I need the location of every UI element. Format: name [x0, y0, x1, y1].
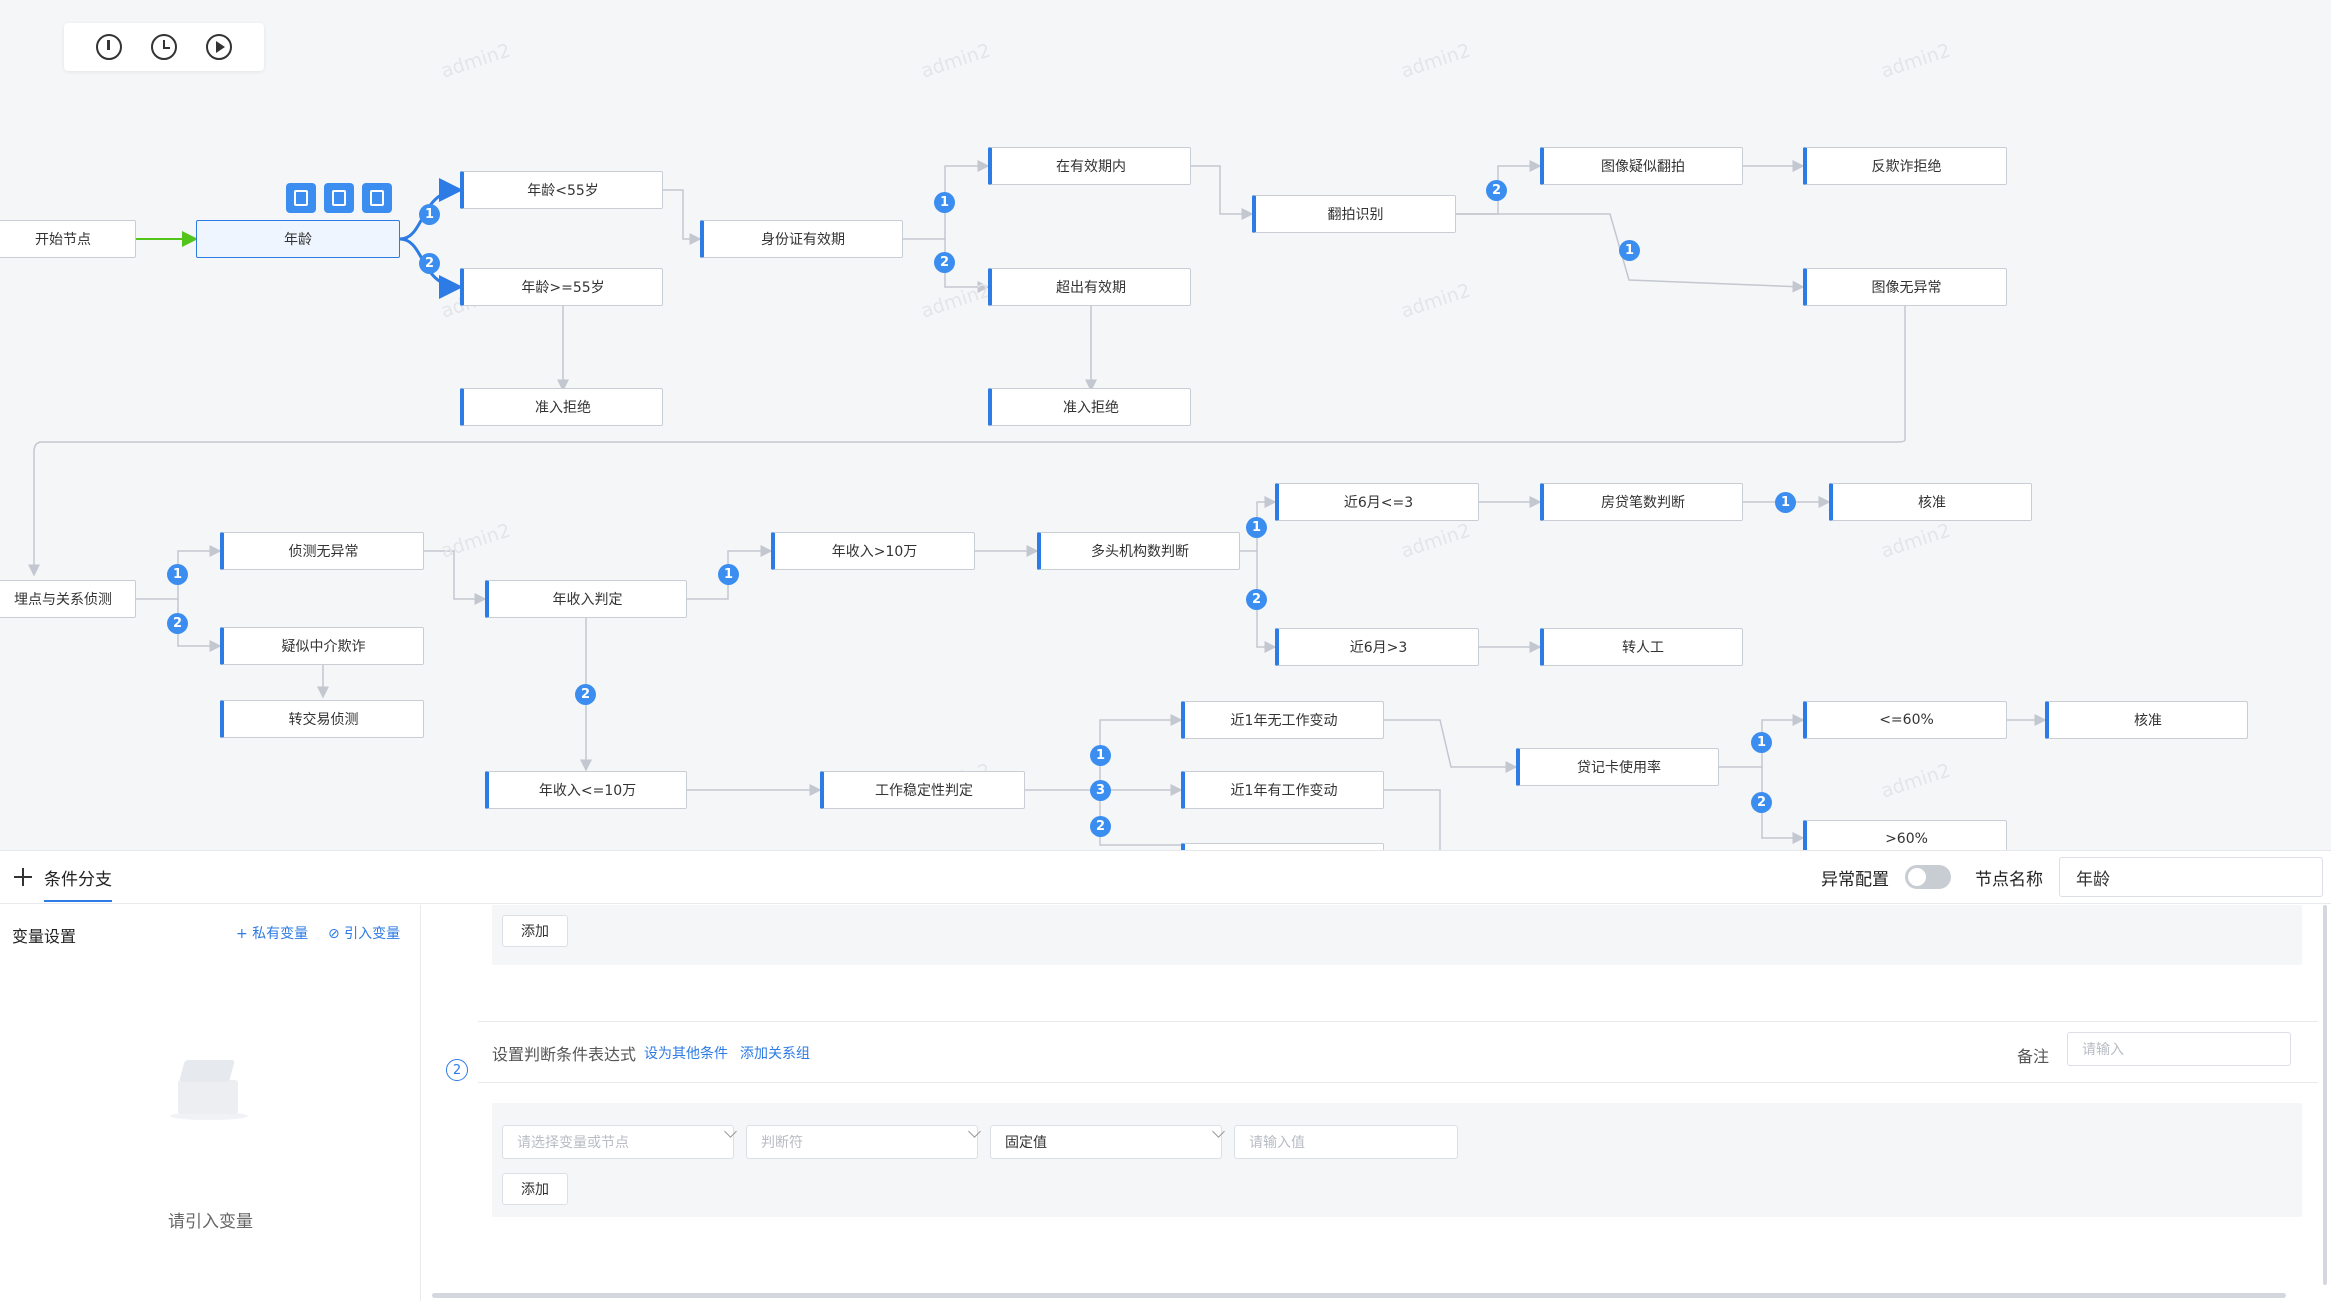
- flow-node[interactable]: 准入拒绝: [988, 388, 1191, 426]
- canvas-toolbar: [64, 23, 264, 71]
- abnormal-config-toggle[interactable]: [1905, 865, 1951, 889]
- delete-icon[interactable]: [324, 183, 354, 213]
- node-name-input[interactable]: 年龄: [2059, 857, 2323, 897]
- abnormal-config-label: 异常配置: [1821, 869, 1889, 890]
- branch-badge: 1: [1775, 492, 1796, 513]
- branch-badge: 2: [1486, 180, 1507, 201]
- value-input[interactable]: 请输入值: [1234, 1125, 1458, 1159]
- flow-node[interactable]: 近1年无工作变动: [1181, 701, 1384, 739]
- flow-node[interactable]: 年收入<=10万: [485, 771, 687, 809]
- move-icon[interactable]: [14, 868, 32, 886]
- node-action-bar: [286, 183, 392, 213]
- branch-badge: 1: [1090, 745, 1111, 766]
- flow-node[interactable]: <=60%: [1803, 701, 2007, 739]
- flow-node[interactable]: 年收入>10万: [771, 532, 975, 570]
- value-type-select[interactable]: 固定值: [990, 1125, 1222, 1159]
- branch-badge: 1: [1246, 517, 1267, 538]
- flow-node[interactable]: 图像疑似翻拍: [1540, 147, 1743, 185]
- flow-node[interactable]: 身份证有效期: [700, 220, 903, 258]
- flow-node[interactable]: 转人工: [1540, 628, 1743, 666]
- copy-icon[interactable]: [286, 183, 316, 213]
- flow-node[interactable]: 图像无异常: [1803, 268, 2007, 306]
- branch-badge: 2: [1751, 792, 1772, 813]
- operator-select[interactable]: 判断符: [746, 1125, 978, 1159]
- add-button[interactable]: 添加: [502, 915, 568, 947]
- flow-node-selected[interactable]: 年龄: [196, 220, 400, 258]
- flow-node[interactable]: 近6月>3: [1275, 628, 1479, 666]
- clock-icon[interactable]: [150, 34, 177, 60]
- branch-badge: 1: [419, 204, 440, 225]
- empty-box-icon: [170, 1060, 248, 1120]
- flow-node[interactable]: 翻拍识别: [1252, 195, 1456, 233]
- play-icon[interactable]: [205, 34, 232, 60]
- condition-group-1: 添加: [492, 905, 2302, 965]
- flow-node[interactable]: 核准: [2045, 701, 2248, 739]
- flow-node[interactable]: 年收入判定: [485, 580, 687, 618]
- info-icon[interactable]: [96, 34, 123, 60]
- remark-input[interactable]: 请输入: [2067, 1032, 2291, 1066]
- branch-badge: 3: [1090, 780, 1111, 801]
- node-name-label: 节点名称: [1975, 869, 2043, 890]
- branch-badge: 1: [718, 564, 739, 585]
- node-config-panel: 条件分支 异常配置 节点名称 年龄 变量设置 + 私有变量 ⊘ 引入变量 请引入…: [0, 850, 2331, 1301]
- flow-node[interactable]: 埋点与关系侦测: [0, 580, 136, 618]
- variable-settings-title: 变量设置: [12, 927, 77, 946]
- vertical-scrollbar[interactable]: [2323, 905, 2327, 1285]
- flow-node[interactable]: 转交易侦测: [220, 700, 424, 738]
- condition-title: 设置判断条件表达式: [492, 1045, 637, 1064]
- branch-badge: 1: [167, 564, 188, 585]
- flow-node[interactable]: 房贷笔数判断: [1540, 483, 1743, 521]
- variable-select[interactable]: 请选择变量或节点: [502, 1125, 734, 1159]
- flow-node[interactable]: 近6月<=3: [1275, 483, 1479, 521]
- condition-header: [478, 1021, 2318, 1083]
- branch-badge: 2: [167, 613, 188, 634]
- condition-area: 添加 2 设置判断条件表达式 设为其他条件 添加关系组 备注 请输入 请选择变量…: [422, 905, 2331, 1301]
- header-controls: 异常配置 节点名称 年龄: [1821, 857, 2323, 897]
- flow-node[interactable]: 年龄>=55岁: [460, 268, 663, 306]
- import-variable-link[interactable]: ⊘ 引入变量: [328, 926, 401, 942]
- flow-node[interactable]: 近1年有工作变动: [1181, 771, 1384, 809]
- branch-badge: 1: [1619, 240, 1640, 261]
- private-variable-link[interactable]: + 私有变量: [236, 926, 309, 942]
- branch-badge: 2: [575, 684, 596, 705]
- flow-node[interactable]: 超出有效期: [988, 268, 1191, 306]
- flow-node[interactable]: [1181, 843, 1384, 850]
- remark-label: 备注: [2017, 1047, 2050, 1066]
- add-relation-group-link[interactable]: 添加关系组: [740, 1046, 810, 1062]
- flow-node[interactable]: 工作稳定性判定: [820, 771, 1025, 809]
- variable-settings-panel: 变量设置 + 私有变量 ⊘ 引入变量 请引入变量: [0, 905, 421, 1301]
- panel-header: 条件分支 异常配置 节点名称 年龄: [0, 851, 2331, 904]
- flow-node[interactable]: 年龄<55岁: [460, 171, 663, 209]
- add-button[interactable]: 添加: [502, 1173, 568, 1205]
- branch-badge: 2: [1246, 589, 1267, 610]
- flow-node[interactable]: 在有效期内: [988, 147, 1191, 185]
- tab-condition-branch[interactable]: 条件分支: [44, 865, 112, 902]
- horizontal-scrollbar[interactable]: [432, 1293, 2286, 1298]
- flow-node[interactable]: 准入拒绝: [460, 388, 663, 426]
- flow-node[interactable]: 疑似中介欺诈: [220, 627, 424, 665]
- branch-badge: 2: [419, 253, 440, 274]
- branch-badge: 2: [1090, 816, 1111, 837]
- flow-node[interactable]: 反欺诈拒绝: [1803, 147, 2007, 185]
- flow-canvas[interactable]: admin2 admin2 admin2 admin2 admin2 admin…: [0, 0, 2331, 850]
- empty-state-text: 请引入变量: [168, 1212, 253, 1232]
- branch-badge: 2: [934, 252, 955, 273]
- duplicate-icon[interactable]: [362, 183, 392, 213]
- set-other-condition-link[interactable]: 设为其他条件: [644, 1046, 728, 1062]
- condition-group-2: 请选择变量或节点 判断符 固定值 请输入值 添加: [492, 1103, 2302, 1217]
- flow-node[interactable]: 侦测无异常: [220, 532, 424, 570]
- flow-node[interactable]: 核准: [1829, 483, 2032, 521]
- flow-node[interactable]: 多头机构数判断: [1037, 532, 1240, 570]
- branch-badge: 1: [934, 192, 955, 213]
- condition-number: 2: [446, 1059, 468, 1081]
- flow-node[interactable]: 贷记卡使用率: [1516, 748, 1719, 786]
- branch-badge: 1: [1751, 732, 1772, 753]
- flow-node[interactable]: 开始节点: [0, 220, 136, 258]
- flow-node[interactable]: >60%: [1803, 820, 2007, 850]
